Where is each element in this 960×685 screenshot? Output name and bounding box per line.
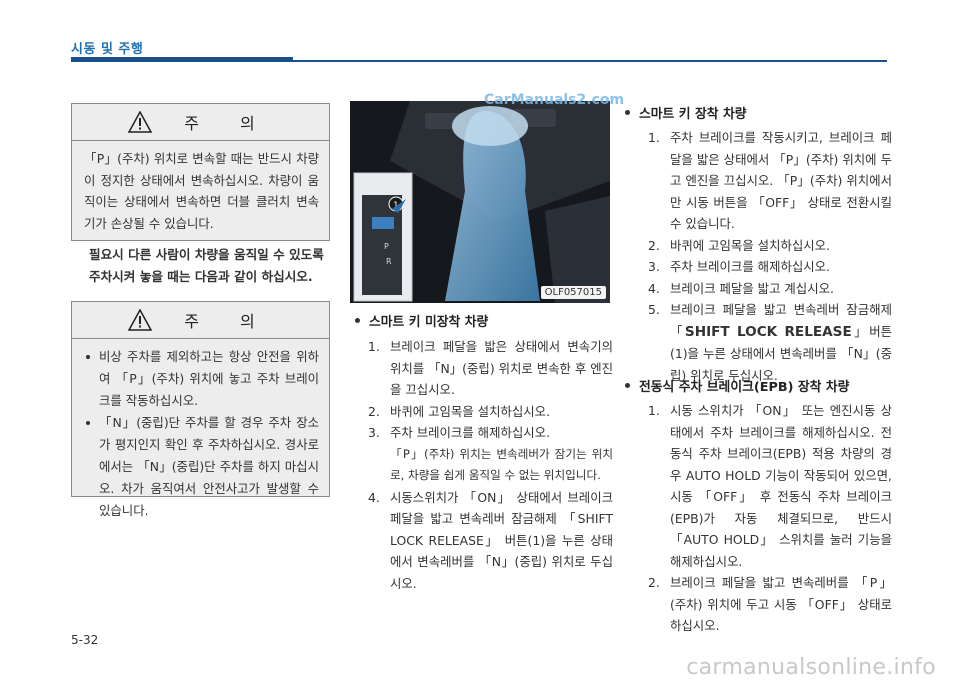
step-number: 4. — [368, 489, 380, 505]
step-item: 5. 브레이크 페달을 밟고 변속레버 잠금해제 「SHIFT LOCK RELE… — [648, 299, 892, 386]
step-text: 바퀴에 고임목을 설치하십시오. — [670, 237, 831, 253]
caution-box-2: 주 의 비상 주차를 제외하고는 항상 안전을 위하여 「P」(주차) 위치에 … — [71, 301, 330, 518]
section-heading-text: 전동식 주차 브레이크(EPB) 장착 차량 — [639, 380, 850, 395]
step-text: 바퀴에 고임목을 설치하십시오. — [390, 403, 551, 419]
step-number: 4. — [648, 280, 660, 296]
caution-item: 「N」(중립)단 주차를 할 경우 주차 장소가 평지인지 확인 후 주차하십시… — [86, 412, 319, 522]
step-number: 2. — [368, 403, 380, 419]
caution-header: 주 의 — [72, 104, 329, 141]
header-rule — [293, 60, 887, 62]
caution-box-1: 주 의 「P」(주차) 위치로 변속할 때는 반드시 차량이 정지한 상태에서 … — [71, 103, 330, 241]
caution-item: 비상 주차를 제외하고는 항상 안전을 위하여 「P」(주차) 위치에 놓고 주… — [86, 346, 319, 412]
figure-code: OLF057015 — [540, 286, 606, 299]
step-text: 」버튼(1)을 누른 상태에서 변속레버를 「N」(중립) 위치로 두십시오. — [670, 323, 892, 383]
footer-watermark: carmanualsonline.info — [686, 655, 936, 680]
step-item: 3. 주차 브레이크를 해제하십시오. 「P」(주차) 위치는 변속레버가 잠기는 … — [368, 422, 613, 487]
steps-list: 1. 브레이크 페달을 밟은 상태에서 변속기의 위치를 「N」(중립) 위치로 … — [368, 336, 613, 594]
step-number: 1. — [648, 130, 660, 145]
caution-title: 주 의 — [184, 114, 273, 133]
bullet-dot — [355, 318, 360, 323]
step-item: 2. 브레이크 페달을 밟고 변속레버를 「P」(주차) 위치에 두고 시동 「O… — [648, 572, 892, 637]
caution-header: 주 의 — [72, 302, 329, 339]
header-accent-bar — [71, 57, 293, 62]
step-text: 주차 브레이크를 작동시키고, 브레이크 페달을 밟은 상태에서 「P」(주차)… — [670, 130, 892, 231]
warning-triangle-icon — [128, 309, 153, 331]
svg-text:R: R — [386, 257, 392, 266]
step-text: 시동 스위치가 「ON」 또는 엔진시동 상태에서 주차 브레이크를 해제하십시… — [670, 403, 892, 569]
section-title: 시동 및 주행 — [71, 42, 144, 57]
step-item: 2. 바퀴에 고임목을 설치하십시오. — [368, 401, 613, 423]
step-item: 4. 시동스위치가 「ON」 상태에서 브레이크 페달을 밟고 변속레버 잠금해제… — [368, 487, 613, 595]
watermark-text: CarManuals2.com — [484, 92, 625, 108]
warning-triangle-icon — [128, 111, 153, 133]
section-heading: 스마트 키 미장착 차량 — [355, 311, 488, 330]
caution-title: 주 의 — [184, 312, 273, 331]
caution-text: 「P」(주차) 위치로 변속할 때는 반드시 차량이 정지한 상태에서 변속하십… — [84, 151, 319, 231]
shift-lock-release-label: SHIFT LOCK RELEASE — [684, 323, 852, 340]
step-note: 「P」(주차) 위치는 변속레버가 잠기는 위치로, 차량을 쉽게 움직일 수 … — [390, 446, 613, 483]
step-text: 주차 브레이크를 해제하십시오. — [390, 425, 551, 440]
step-text: 브레이크 페달을 밟고 변속레버 잠금해제 「 — [670, 302, 892, 339]
step-item: 3. 주차 브레이크를 해제하십시오. — [648, 256, 892, 278]
step-item: 4. 브레이크 페달을 밟고 계십시오. — [648, 278, 892, 300]
section-heading-text: 스마트 키 미장착 차량 — [369, 315, 489, 330]
svg-text:P: P — [384, 242, 389, 251]
section-heading: 전동식 주차 브레이크(EPB) 장착 차량 — [625, 376, 849, 395]
caution-list: 비상 주차를 제외하고는 항상 안전을 위하여 「P」(주차) 위치에 놓고 주… — [72, 339, 329, 522]
step-item: 1. 시동 스위치가 「ON」 또는 엔진시동 상태에서 주차 브레이크를 해제하… — [648, 400, 892, 572]
step-item: 1. 브레이크 페달을 밟은 상태에서 변속기의 위치를 「N」(중립) 위치로 … — [368, 336, 613, 401]
step-number: 5. — [648, 302, 660, 317]
svg-text:1: 1 — [393, 201, 399, 211]
section-heading-text: 스마트 키 장착 차량 — [639, 107, 747, 122]
step-text: 브레이크 페달을 밟고 계십시오. — [670, 280, 834, 296]
step-number: 1. — [368, 339, 380, 354]
page-number: 5-32 — [71, 633, 99, 647]
steps-list: 1. 시동 스위치가 「ON」 또는 엔진시동 상태에서 주차 브레이크를 해제하… — [648, 400, 892, 637]
step-text: 브레이크 페달을 밟은 상태에서 변속기의 위치를 「N」(중립) 위치로 변속… — [390, 339, 614, 397]
step-number: 2. — [648, 575, 660, 590]
step-number: 3. — [368, 425, 380, 440]
bullet-dot — [625, 110, 630, 115]
gear-shift-photo: P R 1 OLF057015 — [350, 101, 610, 303]
step-number: 1. — [648, 403, 660, 418]
section-heading: 스마트 키 장착 차량 — [625, 103, 747, 122]
bullet-dot — [625, 383, 630, 388]
step-number: 2. — [648, 237, 660, 253]
gear-shift-illustration: P R 1 — [350, 101, 610, 303]
step-text: 시동스위치가 「ON」 상태에서 브레이크 페달을 밟고 변속레버 잠금해제 「… — [390, 489, 613, 591]
step-item: 1. 주차 브레이크를 작동시키고, 브레이크 페달을 밟은 상태에서 「P」(주… — [648, 127, 892, 235]
step-item: 2. 바퀴에 고임목을 설치하십시오. — [648, 235, 892, 257]
step-text: 주차 브레이크를 해제하십시오. — [670, 259, 831, 274]
steps-list: 1. 주차 브레이크를 작동시키고, 브레이크 페달을 밟은 상태에서 「P」(주… — [648, 127, 892, 386]
parking-note: 필요시 다른 사람이 차량을 움직일 수 있도록 주차시켜 놓을 때는 다음과 … — [89, 247, 324, 284]
step-number: 3. — [648, 259, 660, 274]
step-text: 브레이크 페달을 밟고 변속레버를 「P」(주차) 위치에 두고 시동 「OFF… — [670, 575, 892, 633]
